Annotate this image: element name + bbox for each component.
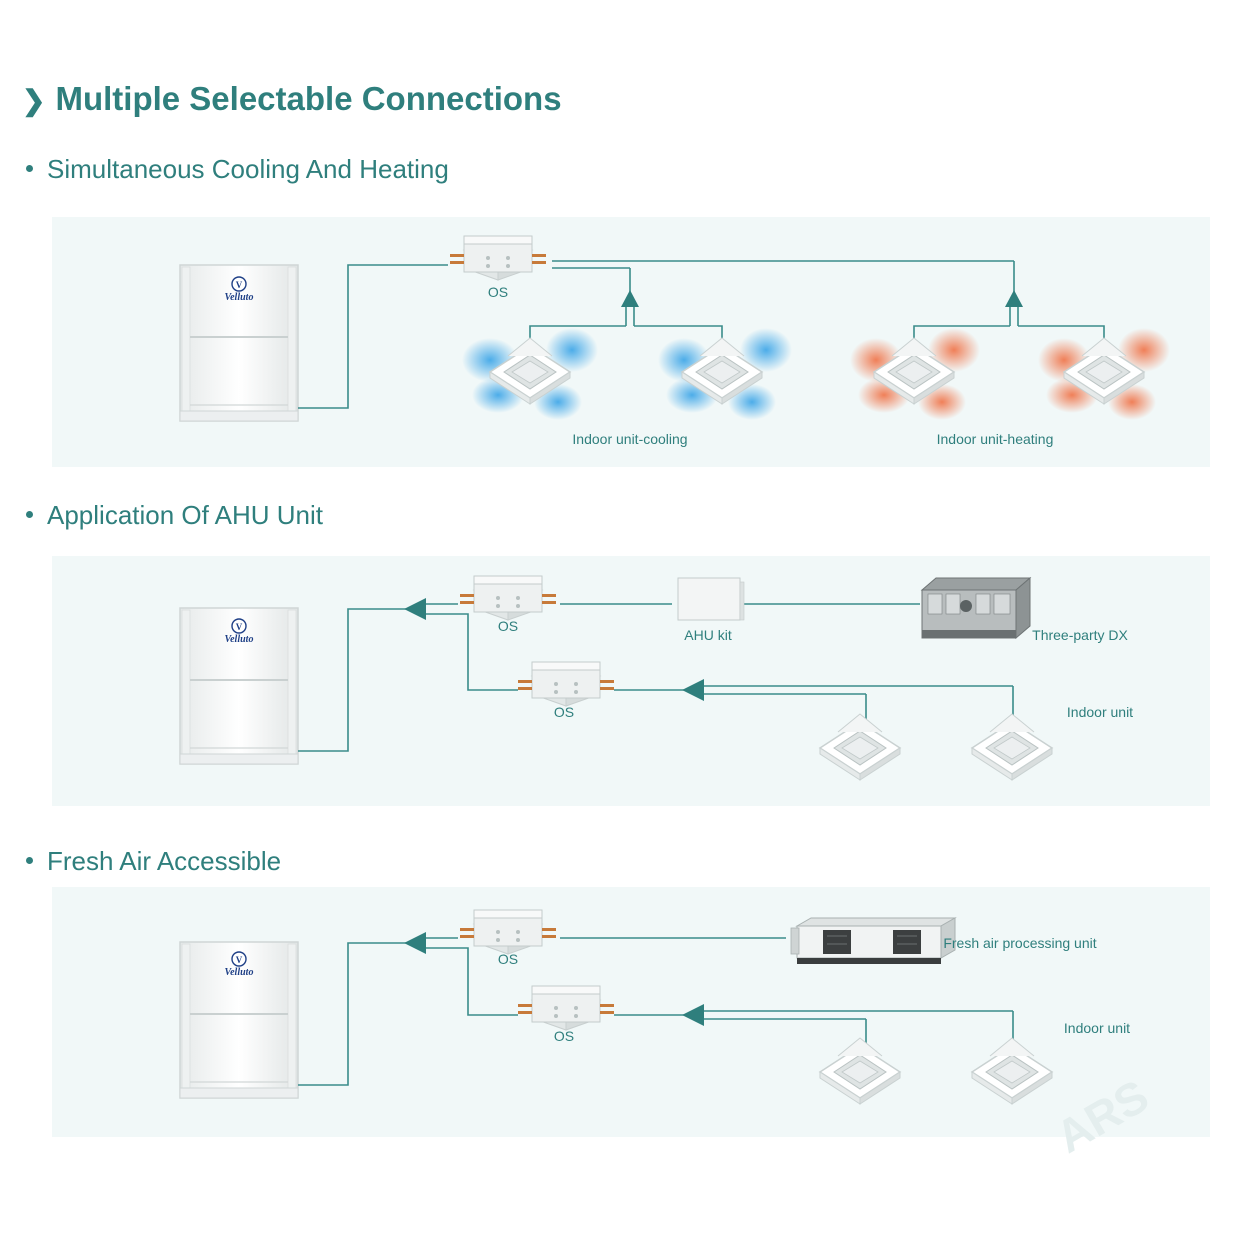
section-title-cooling-heating: Simultaneous Cooling And Heating [26, 154, 449, 185]
indoor-heating-label: Indoor unit-heating [937, 431, 1054, 447]
indoor-unit-cooling-2 [658, 328, 792, 420]
page-title: ❯ Multiple Selectable Connections [22, 80, 562, 118]
flow-arrow-left-icon [404, 932, 426, 954]
flow-arrow-left-icon [682, 679, 704, 701]
bullet-icon [26, 856, 33, 864]
flow-arrow-left-icon [682, 1004, 704, 1026]
chevron-right-icon: ❯ [22, 85, 46, 116]
branch-selector-os-2 [459, 575, 557, 621]
page-title-text: Multiple Selectable Connections [55, 80, 562, 117]
fresh-air-unit-label: Fresh air processing unit [943, 935, 1096, 951]
section-title-fresh-air: Fresh Air Accessible [26, 846, 281, 877]
flow-arrow-up-icon [1005, 290, 1023, 307]
section-title-text: Fresh Air Accessible [47, 846, 282, 876]
pipes-panel-3 [298, 937, 1014, 1086]
os-label: OS [554, 704, 574, 720]
indoor-unit-label: Indoor unit [1067, 704, 1133, 720]
brand-initial: V [236, 622, 243, 632]
indoor-unit-heating-2 [1038, 328, 1170, 420]
three-party-dx-unit [920, 576, 1032, 640]
branch-selector-os-1 [449, 235, 547, 281]
indoor-cooling-label: Indoor unit-cooling [572, 431, 687, 447]
pipes-panel-2 [298, 603, 1014, 752]
indoor-unit-cooling-1 [462, 328, 598, 420]
brand-logo: Velluto [225, 634, 254, 645]
os-label: OS [498, 951, 518, 967]
brand-logo: Velluto [225, 292, 254, 303]
indoor-unit-ahu-1 [819, 713, 901, 781]
branch-selector-os-3 [517, 661, 615, 707]
brand-initial: V [236, 955, 243, 965]
section-title-ahu: Application Of AHU Unit [26, 500, 323, 531]
bullet-icon [26, 510, 33, 518]
branch-selector-os-5 [517, 985, 615, 1031]
indoor-unit-label: Indoor unit [1064, 1020, 1130, 1036]
outdoor-unit-1: V Velluto [179, 264, 299, 422]
os-label: OS [554, 1028, 574, 1044]
os-label: OS [488, 284, 508, 300]
indoor-unit-fresh-2 [971, 1037, 1053, 1105]
bullet-icon [26, 164, 33, 172]
flow-arrow-left-icon [404, 598, 426, 620]
flow-arrow-up-icon [621, 290, 639, 307]
indoor-unit-heating-1 [850, 328, 980, 420]
fresh-air-processing-unit [790, 917, 956, 965]
section-title-text: Simultaneous Cooling And Heating [47, 154, 449, 184]
brand-logo: Velluto [225, 967, 254, 978]
three-party-dx-label: Three-party DX [1032, 627, 1128, 643]
outdoor-unit-3: V Velluto [179, 941, 299, 1099]
branch-selector-os-4 [459, 909, 557, 955]
brand-initial: V [236, 280, 243, 290]
ahu-kit [677, 577, 745, 621]
os-label: OS [498, 618, 518, 634]
ahu-kit-label: AHU kit [684, 627, 732, 643]
section-title-text: Application Of AHU Unit [47, 500, 324, 530]
watermark: ARS [1047, 1069, 1157, 1163]
outdoor-unit-2: V Velluto [179, 607, 299, 765]
indoor-unit-fresh-1 [819, 1037, 901, 1105]
indoor-unit-ahu-2 [971, 713, 1053, 781]
